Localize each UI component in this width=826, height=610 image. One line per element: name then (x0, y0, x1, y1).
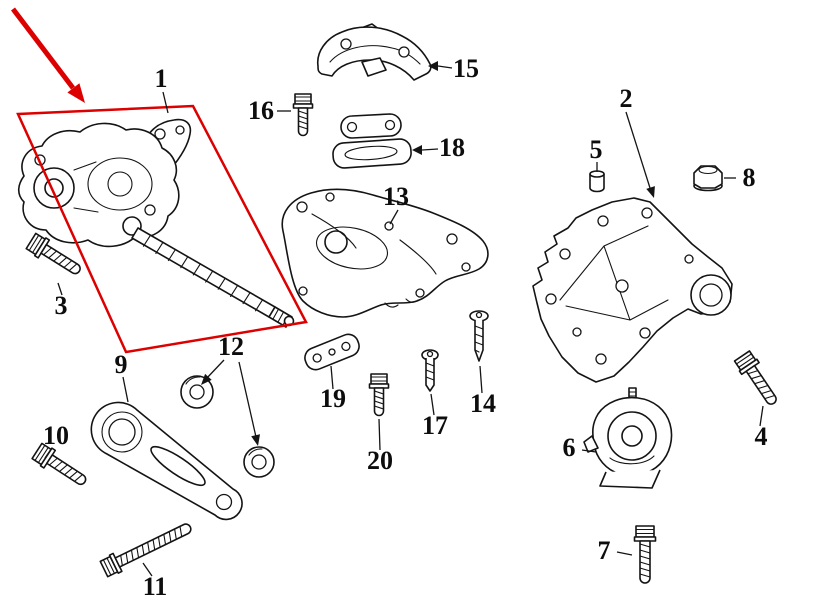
part-4-bolt[interactable] (732, 349, 784, 410)
part-9-mount-arm[interactable] (90, 401, 243, 521)
selection-arrow (11, 7, 75, 90)
part-19-bracket[interactable] (302, 331, 362, 372)
part-14-screw[interactable] (469, 310, 489, 362)
selection-arrow-head (67, 83, 85, 103)
callout-18[interactable]: 18 (439, 133, 465, 162)
part-8-nut[interactable] (693, 165, 723, 192)
part-16-bolt[interactable] (292, 93, 314, 137)
callout-16[interactable]: 16 (248, 96, 274, 125)
part-20-bolt[interactable] (368, 373, 390, 417)
callout-19[interactable]: 19 (320, 384, 346, 413)
selection-highlight-box (16, 104, 308, 354)
part-17-screw[interactable] (421, 349, 439, 392)
callout-11[interactable]: 11 (142, 572, 168, 601)
part-1-differential-axle-assembly[interactable] (17, 118, 295, 328)
callout-10[interactable]: 10 (43, 421, 69, 450)
callout-13[interactable]: 13 (383, 182, 409, 211)
part-12-bushings[interactable] (180, 375, 275, 478)
callout-14[interactable]: 14 (470, 389, 496, 418)
callout-6[interactable]: 6 (562, 433, 576, 462)
callout-15[interactable]: 15 (453, 54, 479, 83)
callout-3[interactable]: 3 (54, 291, 68, 320)
callout-7[interactable]: 7 (597, 536, 611, 565)
callout-4[interactable]: 4 (754, 422, 768, 451)
callout-20[interactable]: 20 (367, 446, 393, 475)
callout-1[interactable]: 1 (154, 64, 168, 93)
selection-highlight (11, 7, 308, 354)
part-13-crossmember[interactable] (281, 188, 489, 318)
part-15-bracket[interactable] (317, 23, 432, 81)
callout-17[interactable]: 17 (422, 411, 448, 440)
callout-8[interactable]: 8 (742, 163, 756, 192)
leader-lines (44, 61, 764, 577)
part-2-support-bracket[interactable] (532, 197, 733, 383)
callout-9[interactable]: 9 (114, 350, 128, 379)
callout-2[interactable]: 2 (619, 84, 633, 113)
part-6-engine-mount[interactable] (583, 387, 673, 489)
callout-5[interactable]: 5 (589, 135, 603, 164)
part-5-pin[interactable] (589, 170, 605, 193)
callout-12[interactable]: 12 (218, 332, 244, 361)
part-7-bolt[interactable] (633, 525, 657, 584)
part-18-plates[interactable] (332, 113, 412, 169)
